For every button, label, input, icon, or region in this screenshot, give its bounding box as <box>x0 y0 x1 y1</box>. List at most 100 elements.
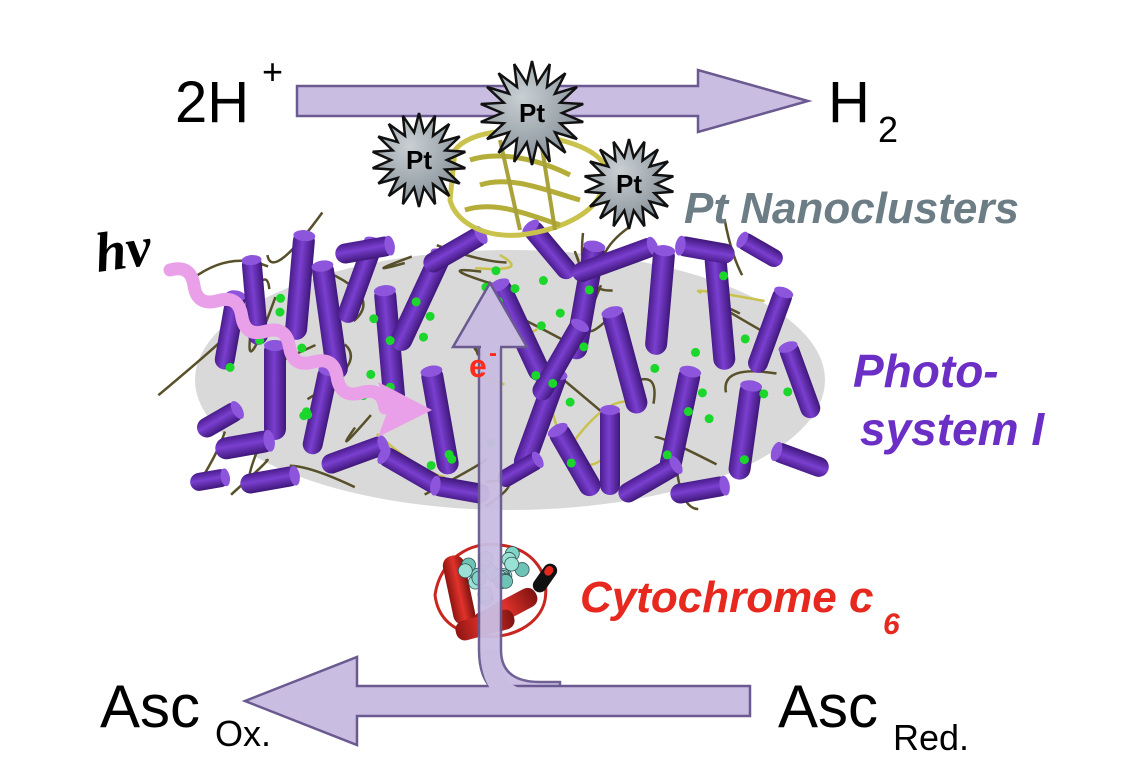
chlorophyll-dot <box>491 266 501 276</box>
helix-cylinder <box>736 231 783 267</box>
chlorophyll-dot <box>536 321 546 331</box>
photon-label: hν <box>91 216 156 285</box>
pt-nanocluster: Pt <box>480 60 584 166</box>
ascorbate-oxidized-label: Asc Ox. <box>100 673 271 754</box>
chlorophyll-dot <box>510 284 520 294</box>
helix-cylinder <box>778 341 821 419</box>
pt-label: Pt <box>519 98 545 128</box>
helix-cylinder <box>240 465 300 494</box>
helix-cylinder <box>420 365 459 475</box>
chlorophyll-dot <box>697 388 707 398</box>
chlorophyll-dot <box>683 407 693 417</box>
helix-cylinder <box>264 340 286 440</box>
chlorophyll-dot <box>719 271 729 281</box>
protein-loop <box>382 255 413 270</box>
helix-cylinder <box>659 365 702 475</box>
chlorophyll-dot <box>225 362 235 372</box>
helix-cylinder <box>600 405 620 495</box>
heme-atom <box>504 556 520 572</box>
chlorophyll-dot <box>548 378 558 388</box>
helix-cylinder <box>373 285 406 415</box>
helix-cylinder <box>377 445 442 493</box>
heme-atom <box>457 563 473 579</box>
helix-cylinder <box>770 441 829 477</box>
helix-cylinder <box>335 235 395 264</box>
ascorbate-reduced-label: Asc Red. <box>778 673 969 758</box>
helix-cylinder <box>547 422 601 497</box>
chlorophyll-dot <box>759 389 769 399</box>
helix-cylinder <box>522 219 577 280</box>
chlorophyll-dot <box>366 369 376 379</box>
svg-text:H: H <box>828 70 870 135</box>
cytochrome-caption: Cytochrome c 6 <box>580 573 900 641</box>
chlorophyll-dot <box>531 370 541 380</box>
svg-text:Red.: Red. <box>893 717 969 758</box>
chlorophyll-dot <box>555 308 565 318</box>
svg-text:2: 2 <box>878 109 898 150</box>
helix-cylinder <box>497 451 544 487</box>
helix-cylinder <box>748 286 794 373</box>
proton-reactant-label: 2H + <box>175 51 283 135</box>
chlorophyll-dot <box>740 334 750 344</box>
pt-nanocluster: Pt <box>584 138 674 230</box>
helix-cylinder <box>215 429 275 460</box>
photosystem-caption: Photo- system I <box>853 345 1045 455</box>
chlorophyll-dot <box>297 343 307 353</box>
svg-text:Cytochrome c: Cytochrome c <box>580 573 873 622</box>
ascorbate-oxidation-arrow <box>241 649 752 747</box>
chlorophyll-dot <box>301 407 311 417</box>
helix-cylinder <box>285 230 316 340</box>
svg-text:e: e <box>469 348 487 384</box>
chlorophyll-dot <box>369 314 379 324</box>
chlorophyll-dot <box>565 397 575 407</box>
pt-label: Pt <box>616 169 642 199</box>
helix-cylinder <box>618 455 683 503</box>
svg-text:Asc: Asc <box>778 673 878 740</box>
helix-cylinder <box>430 475 490 504</box>
hydrogen-product-label: H 2 <box>828 70 898 150</box>
helix-cylinder <box>190 468 230 491</box>
chlorophyll-dot <box>783 387 793 397</box>
helix-cylinder <box>601 306 648 414</box>
svg-text:-: - <box>489 340 497 367</box>
chlorophyll-dot <box>579 342 589 352</box>
protein-loop <box>345 414 372 443</box>
svg-text:Asc: Asc <box>100 673 200 740</box>
chlorophyll-dot <box>650 363 660 373</box>
chlorophyll-dot <box>411 297 421 307</box>
light-arrow <box>163 262 432 437</box>
electron-label: e - <box>469 340 497 384</box>
pt-label: Pt <box>406 145 432 175</box>
chlorophyll-dot <box>662 450 672 460</box>
chlorophyll-dot <box>385 336 395 346</box>
helix-cylinder <box>645 245 676 355</box>
helix-cylinder <box>675 235 735 264</box>
photosystem-i-protein <box>157 211 829 511</box>
protein-loop <box>230 458 269 496</box>
chlorophyll-dot <box>538 276 548 286</box>
protein-loop <box>248 296 277 353</box>
chlorophyll-dot <box>584 285 594 295</box>
svg-text:system I: system I <box>860 403 1045 455</box>
chlorophyll-dot <box>425 311 435 321</box>
svg-text:6: 6 <box>883 608 900 641</box>
chlorophyll-dot <box>691 347 701 357</box>
svg-text:Photo-: Photo- <box>853 345 999 397</box>
chlorophyll-dot <box>275 307 285 317</box>
chlorophyll-dot <box>704 414 714 424</box>
protein-loop <box>475 253 513 271</box>
pt-nanoclusters-caption: Pt Nanoclusters <box>684 184 1019 233</box>
chlorophyll-dot <box>276 293 286 303</box>
protein-loop <box>266 211 324 264</box>
chlorophyll-dot <box>426 460 436 470</box>
chlorophyll-dot <box>419 332 429 342</box>
helix-cylinder <box>532 318 590 401</box>
chlorophyll-dot <box>444 449 454 459</box>
helix-cylinder <box>197 400 244 438</box>
svg-text:+: + <box>262 51 283 92</box>
svg-text:2H: 2H <box>175 70 249 135</box>
chlorophyll-dot <box>566 458 576 468</box>
helix-cylinder <box>670 475 730 504</box>
